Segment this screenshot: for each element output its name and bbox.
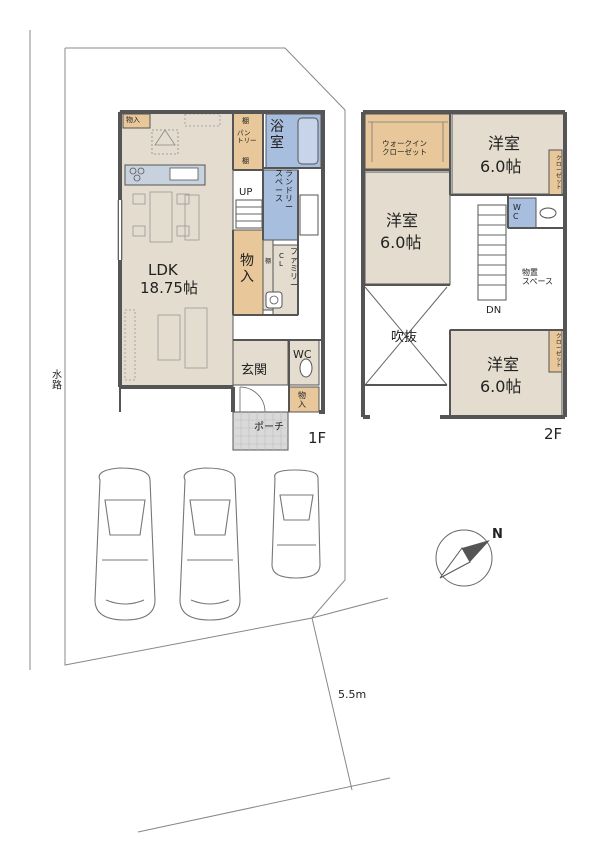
room-l-size: 6.0帖	[380, 233, 421, 252]
chair	[132, 225, 146, 237]
road-edge-top	[311, 597, 389, 619]
porch-label: ポーチ	[254, 421, 284, 433]
storage-entry-label: 物入	[298, 390, 306, 409]
room-top-right	[451, 113, 565, 195]
shelf3-label: 棚	[265, 257, 271, 265]
laundry-space	[262, 169, 299, 241]
dining-bench	[184, 194, 200, 241]
wash-basin-icon	[265, 291, 283, 309]
porch-tiles	[233, 412, 288, 450]
dn-label: DN	[486, 305, 501, 316]
washer	[299, 194, 319, 236]
shelf2-label: 棚	[242, 156, 249, 165]
wc-1f-label: WC	[293, 348, 312, 361]
ldk-size: 18.75帖	[140, 279, 198, 297]
pantry-label: パントリー	[237, 129, 257, 144]
chair	[132, 193, 146, 205]
chair	[176, 225, 190, 237]
compass-needle-north	[462, 540, 490, 562]
porch	[232, 411, 289, 451]
dining-table	[149, 191, 173, 243]
room-bottom-right	[449, 329, 563, 418]
family-label: ファミリー	[290, 247, 298, 290]
coffee-table	[157, 314, 181, 361]
up-label: UP	[239, 187, 252, 198]
bathtub	[297, 117, 319, 165]
range-hood-icon	[154, 129, 176, 146]
room-br-name: 洋室	[487, 355, 519, 374]
pantry	[232, 111, 264, 171]
laundry-label: ランドリースペース	[275, 169, 293, 212]
toilet-icon	[299, 358, 313, 378]
road-edge	[311, 617, 353, 791]
road-width-label: 5.5m	[338, 688, 366, 701]
shelf1-label: 棚	[242, 116, 249, 125]
compass-n-label: N	[492, 527, 503, 542]
ldk-room	[119, 111, 234, 388]
bath-label: 浴室	[270, 119, 284, 151]
waterway-label: 水路	[52, 369, 62, 392]
genkan-label: 玄関	[241, 363, 267, 378]
tv-board	[124, 309, 136, 381]
compass-needle-south	[439, 547, 471, 579]
storage-space-label: 物置スペース	[522, 267, 553, 286]
stairs-1f	[235, 199, 263, 229]
entry-door-swing	[239, 386, 266, 413]
compass: N	[435, 527, 503, 587]
closet-br-label: クローゼット	[556, 333, 562, 369]
car	[179, 467, 241, 621]
car	[271, 469, 321, 579]
wall-1f-outer	[120, 110, 325, 414]
toilet-icon	[539, 207, 557, 219]
walkin-label: ウォークインクローゼット	[382, 139, 427, 157]
floor-1-label: 1F	[308, 429, 326, 447]
wc-2f	[507, 197, 537, 229]
atrium-label: 吹抜	[391, 329, 417, 345]
atrium-cross	[364, 286, 448, 386]
room-tr-name: 洋室	[488, 134, 520, 153]
storage-main-label: 物入	[240, 253, 254, 285]
room-tr-size: 6.0帖	[480, 157, 521, 176]
chair	[176, 193, 190, 205]
stove-icon	[133, 174, 141, 182]
sink-icon	[169, 167, 199, 181]
road-edge-bottom	[137, 777, 391, 833]
sofa	[184, 307, 208, 369]
site-boundary	[64, 47, 346, 666]
genkan	[232, 339, 289, 386]
storage-entry	[288, 386, 320, 413]
floor-2-label: 2F	[544, 425, 562, 443]
stove-icon	[129, 167, 137, 175]
car	[94, 467, 156, 621]
range-hood	[151, 129, 179, 155]
stairs-2f	[477, 204, 507, 301]
closet-tr-label: クローゼット	[556, 155, 562, 191]
storage-tl-label: 物入	[126, 115, 140, 124]
stove-icon	[137, 167, 145, 175]
ldk-name: LDK	[148, 261, 179, 279]
room-br-size: 6.0帖	[480, 377, 521, 396]
room-l-name: 洋室	[386, 211, 418, 230]
